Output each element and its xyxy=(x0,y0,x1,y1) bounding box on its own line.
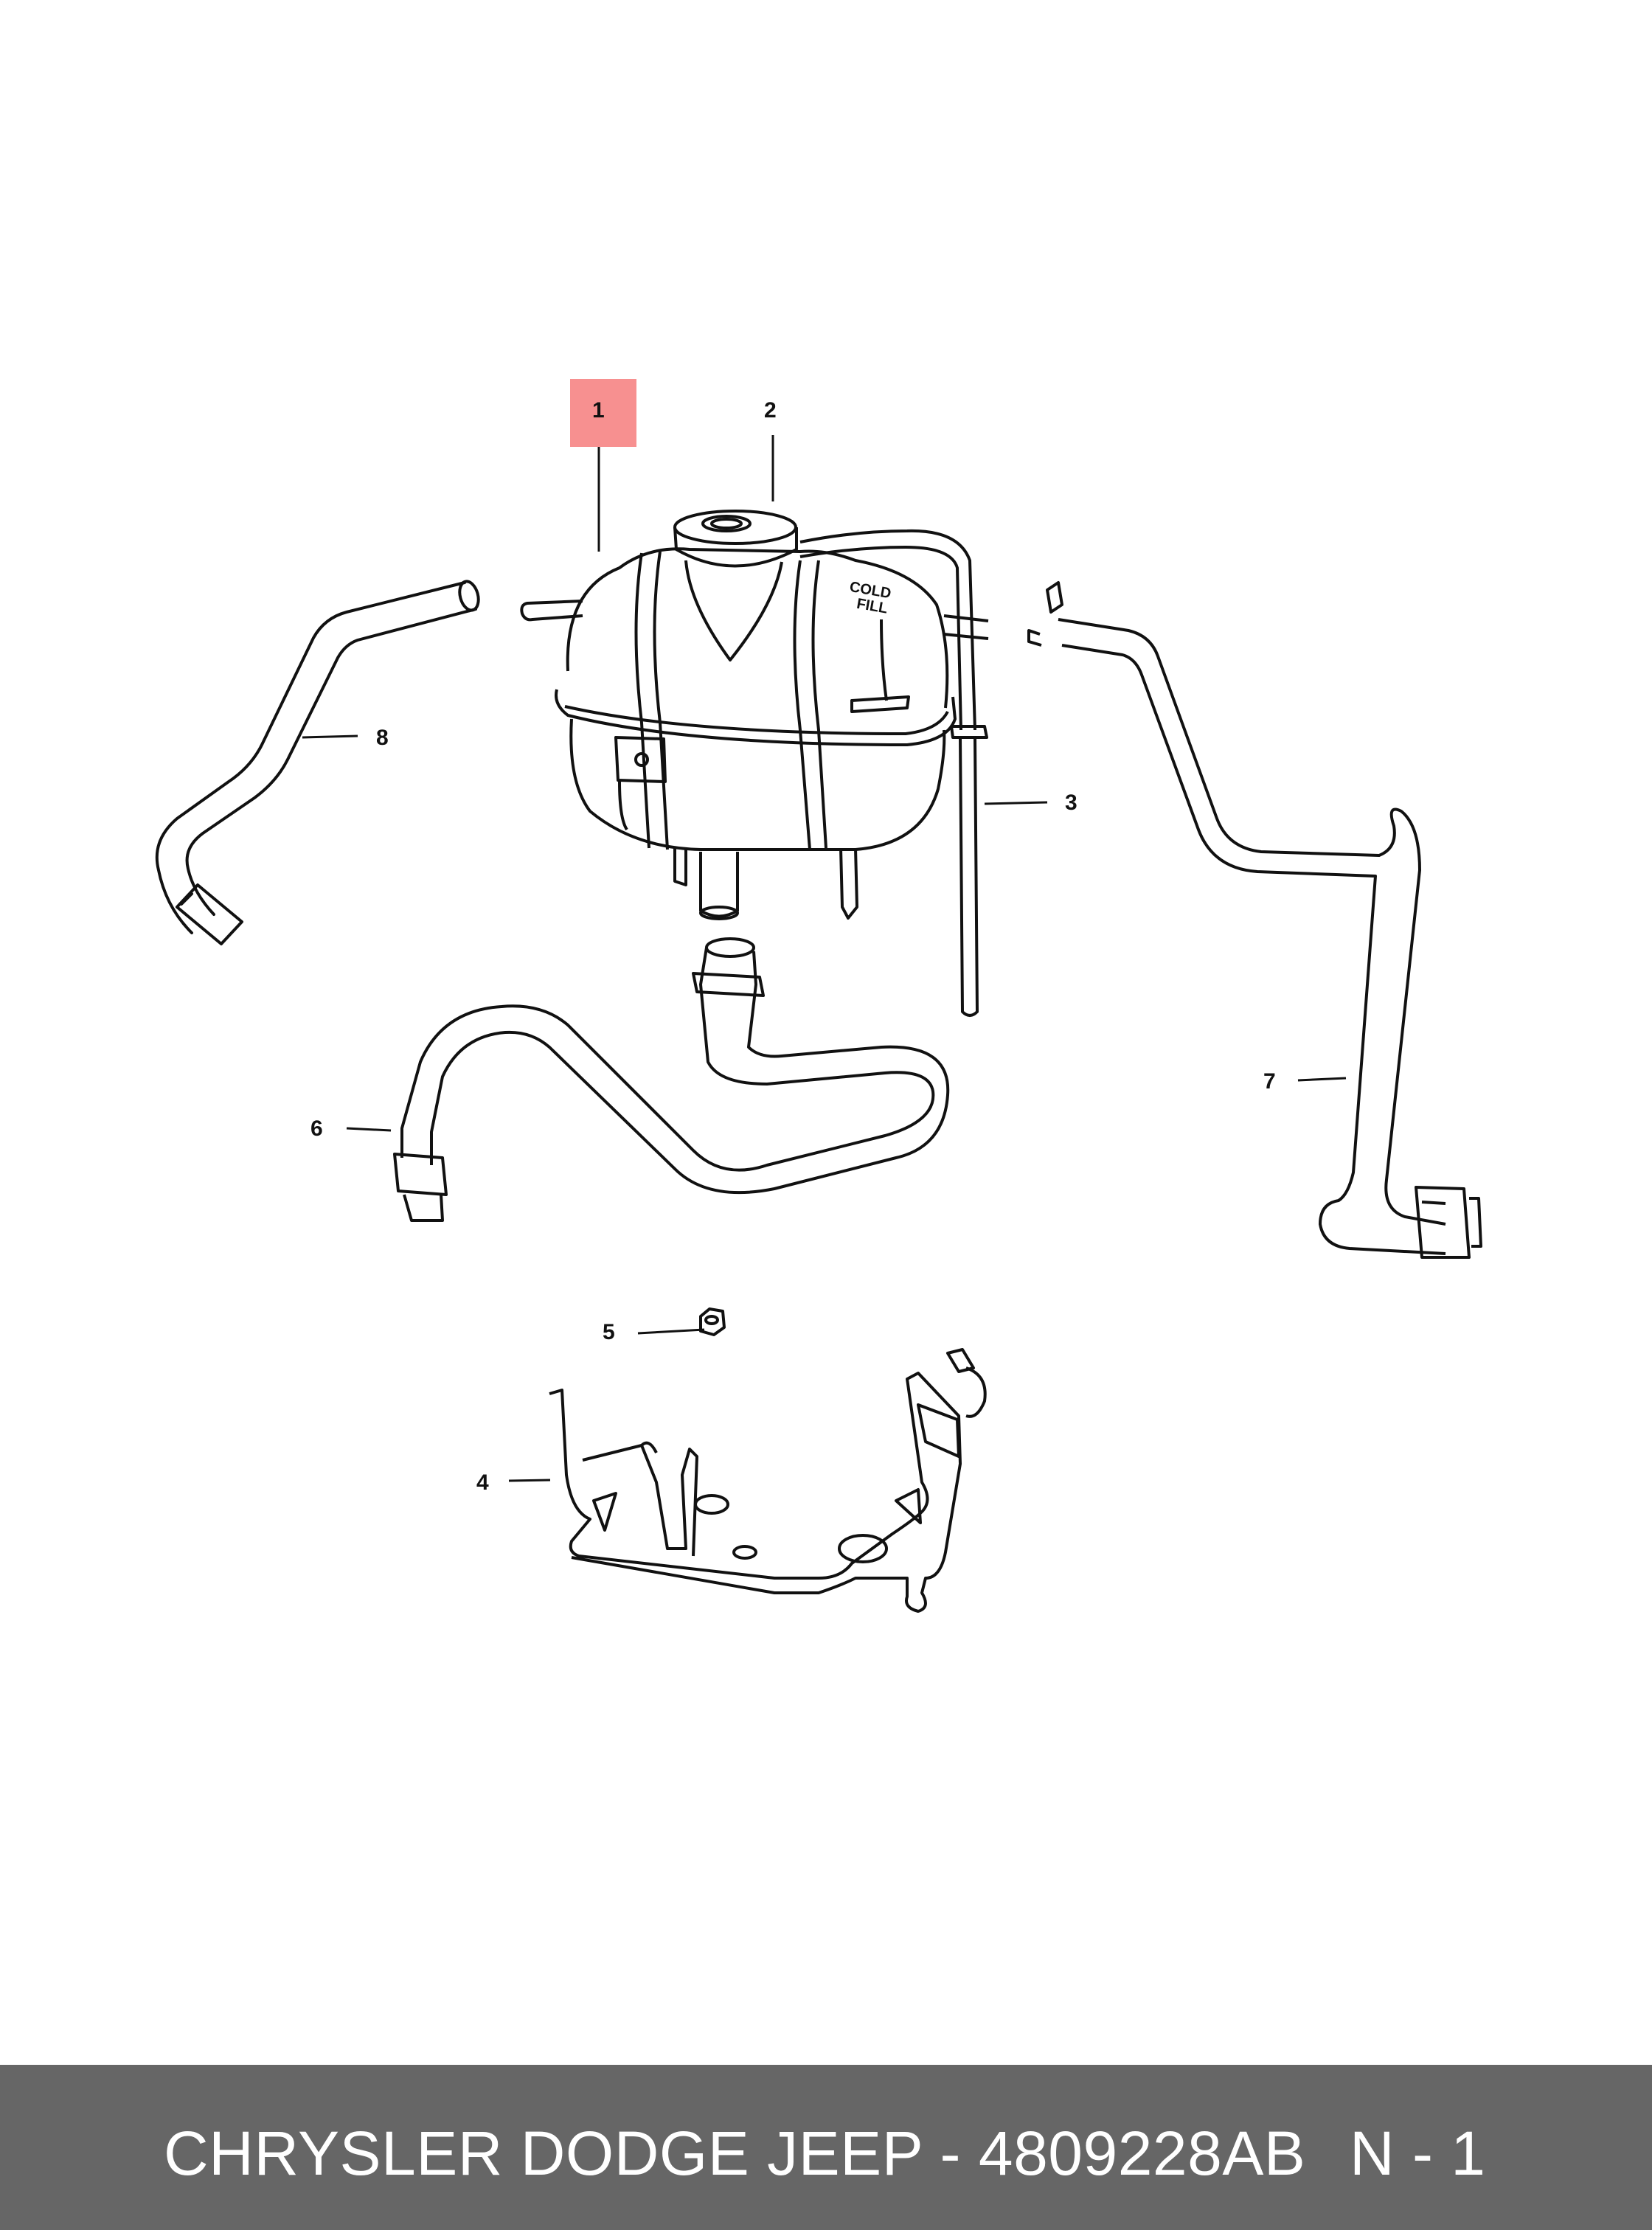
leader-lines xyxy=(302,435,1347,1482)
callout-1-highlight xyxy=(570,379,636,447)
footer-bar: CHRYSLER DODGE JEEP - 4809228AB N - 1 xyxy=(0,2065,1652,2230)
callout-2-label: 2 xyxy=(764,398,777,423)
callout-8-label: 8 xyxy=(376,726,389,750)
hose-part-7 xyxy=(1027,581,1482,1259)
nut-part-5 xyxy=(699,1307,726,1336)
callout-3-label: 3 xyxy=(1065,791,1077,815)
callout-6-label: 6 xyxy=(310,1116,323,1141)
callout-4-label: 4 xyxy=(476,1470,489,1495)
callout-5-label: 5 xyxy=(603,1320,615,1344)
callout-1-label: 1 xyxy=(592,398,605,423)
overflow-tube-part-3 xyxy=(799,529,989,1017)
parts-diagram: COLD FILL xyxy=(155,379,1482,1613)
coolant-tank-part-1: COLD FILL xyxy=(520,510,957,920)
callout-7-label: 7 xyxy=(1263,1069,1276,1094)
hose-part-8 xyxy=(155,580,480,945)
bracket-part-4 xyxy=(549,1348,987,1613)
footer-part-number: CHRYSLER DODGE JEEP - 4809228AB xyxy=(164,2119,1306,2188)
footer-page-number: N - 1 xyxy=(1350,2119,1486,2188)
hose-part-6 xyxy=(393,937,950,1222)
